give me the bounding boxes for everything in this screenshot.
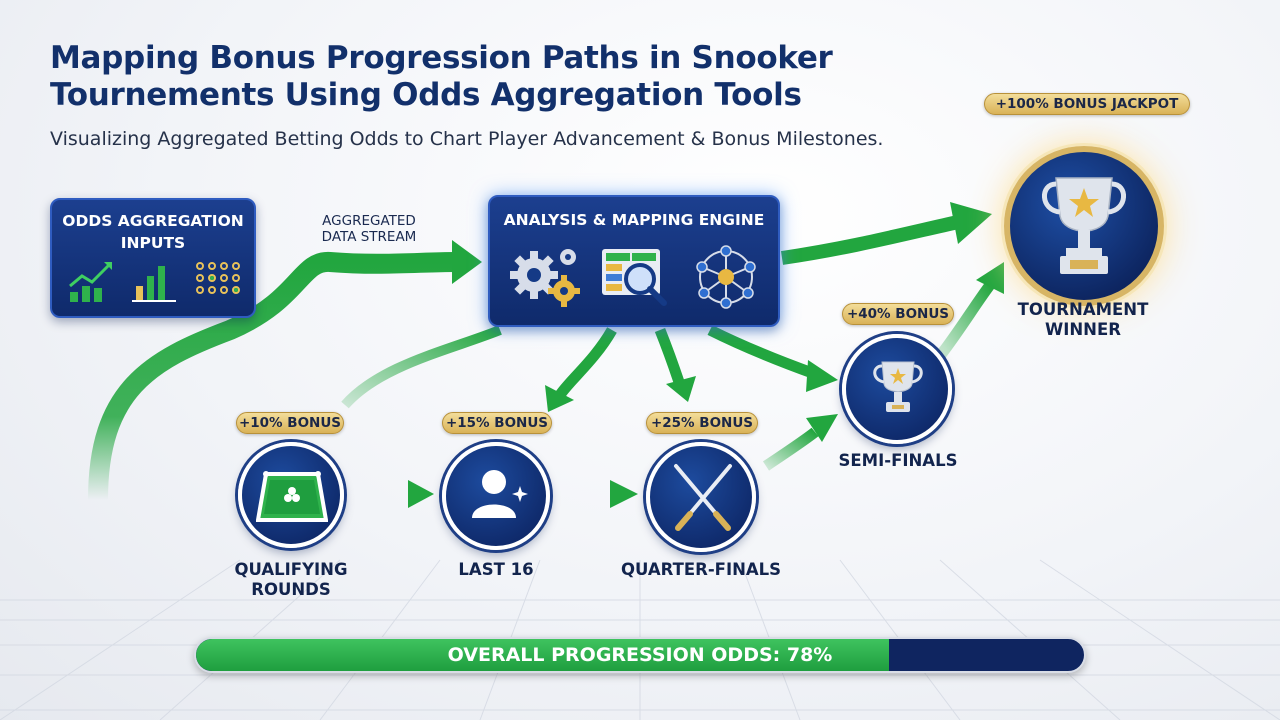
- bonus-badge-semifinals: +40% BONUS: [842, 303, 954, 325]
- bonus-badge-last16: +15% BONUS: [442, 412, 552, 434]
- snooker-table-icon: [256, 471, 328, 522]
- data-magnifier-icon: [602, 249, 667, 306]
- stage-label-qualifying: QUALIFYING ROUNDS: [234, 560, 348, 599]
- stage-label-winner: TOURNAMENT WINNER: [1017, 300, 1149, 339]
- stage-label-quarterfinals: QUARTER-FINALS: [620, 560, 782, 579]
- progress-label: OVERALL PROGRESSION ODDS: 78%: [447, 644, 833, 666]
- page-subtitle: Visualizing Aggregated Betting Odds to C…: [50, 128, 884, 150]
- stage-qualifying-node: [238, 442, 344, 548]
- player-icon: [472, 470, 528, 518]
- bar-chart-icon: [132, 266, 176, 302]
- odds-inputs-panel: ODDS AGGREGATION INPUTS: [50, 198, 256, 318]
- small-trophy-icon: [873, 361, 923, 412]
- progress-fill: [196, 639, 889, 671]
- stage-semifinals-node: [842, 334, 952, 444]
- data-stream-label: AGGREGATED DATA STREAM: [321, 213, 417, 245]
- dot-grid-icon: [196, 262, 240, 294]
- trophy-icon: [1042, 177, 1126, 274]
- stage-label-semifinals: SEMI-FINALS: [838, 451, 958, 470]
- trend-chart-icon: [69, 262, 112, 302]
- network-icon: [696, 245, 756, 309]
- analysis-engine-panel: ANALYSIS & MAPPING ENGINE: [488, 195, 780, 327]
- stage-quarterfinals-node: [646, 442, 756, 552]
- crossed-cues-icon: [674, 464, 732, 531]
- overall-progress-bar: OVERALL PROGRESSION ODDS: 78%: [194, 637, 1086, 673]
- engine-panel-title: ANALYSIS & MAPPING ENGINE: [503, 211, 765, 229]
- bonus-badge-jackpot: +100% BONUS JACKPOT: [984, 93, 1190, 115]
- bonus-badge-quarterfinals: +25% BONUS: [646, 412, 758, 434]
- stage-label-last16: LAST 16: [458, 560, 534, 579]
- bonus-badge-qualifying: +10% BONUS: [236, 412, 344, 434]
- inputs-panel-title: ODDS AGGREGATION INPUTS: [62, 212, 244, 252]
- stage-winner-node: [1004, 146, 1164, 306]
- page-title: Mapping Bonus Progression Paths in Snook…: [50, 40, 833, 113]
- gears-icon: [510, 249, 580, 307]
- stage-last16-node: [442, 442, 550, 550]
